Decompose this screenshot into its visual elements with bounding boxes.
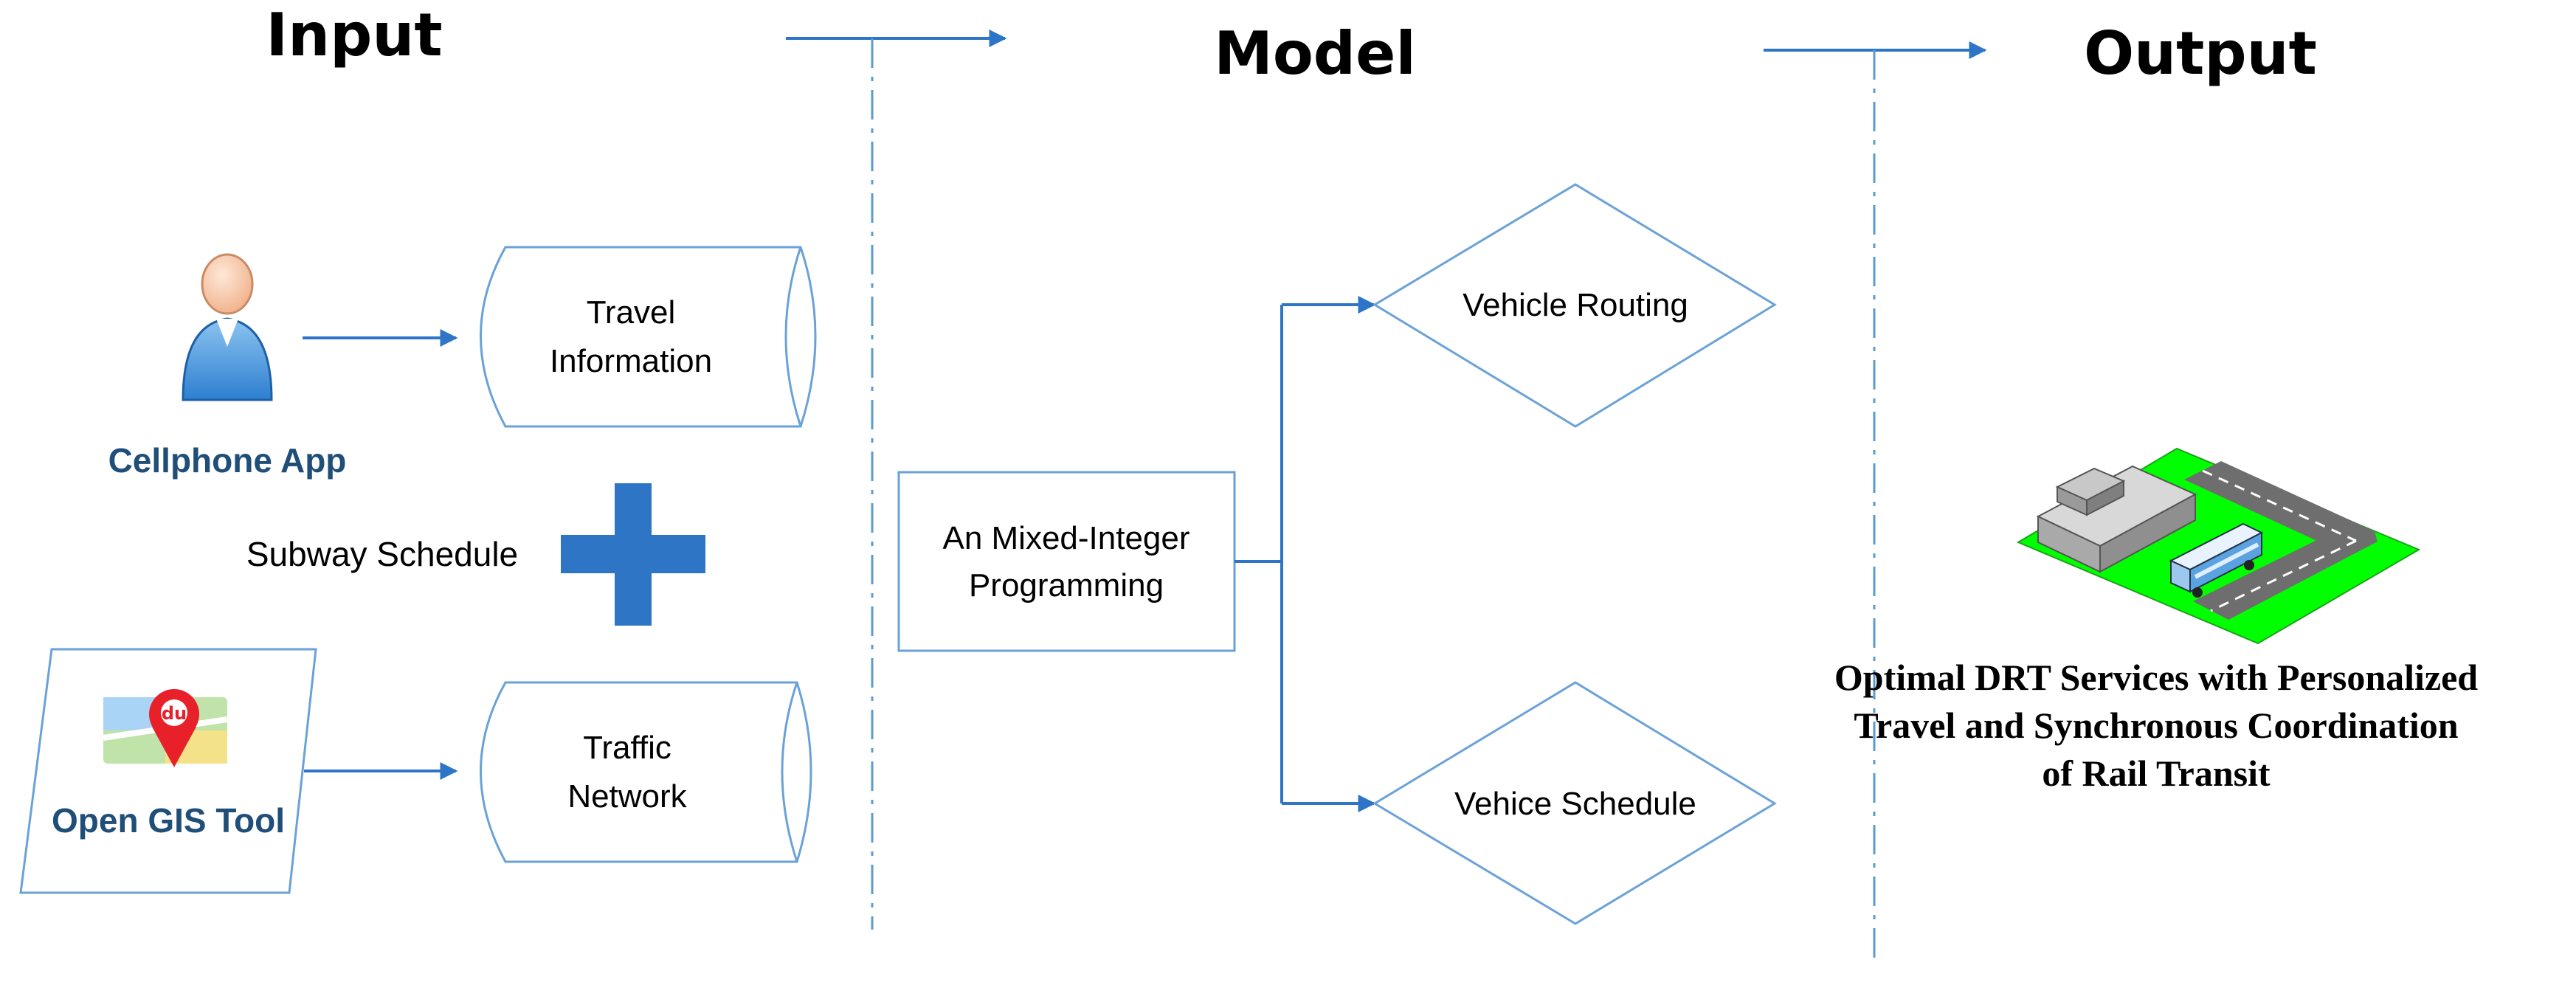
travel-information-line2: Information	[550, 343, 712, 379]
traffic-network-line1: Traffic	[583, 730, 671, 766]
output-line1: Optimal DRT Services with Personalized	[1834, 657, 2478, 698]
map-pin-logo-text: du	[162, 703, 187, 724]
branch-connector	[1235, 296, 1376, 812]
open-gis-tool-label: Open GIS Tool	[52, 801, 285, 840]
header-input: Input	[266, 1, 442, 69]
mip-line2: Programming	[969, 567, 1164, 604]
vehicle-schedule-label: Vehice Schedule	[1454, 786, 1696, 822]
subway-schedule-label: Subway Schedule	[246, 535, 518, 573]
mixed-integer-programming-box	[897, 471, 1236, 652]
travel-information-box	[480, 246, 817, 428]
person-user-icon	[182, 253, 273, 401]
cellphone-app-label: Cellphone App	[108, 441, 347, 480]
traffic-network-box	[480, 681, 812, 863]
vehicle-schedule-diamond	[1372, 681, 1777, 925]
open-gis-tool-box	[19, 648, 317, 894]
plus-icon	[561, 483, 705, 626]
output-line2: Travel and Synchronous Coordination	[1854, 705, 2458, 746]
travel-information-line1: Travel	[587, 294, 676, 331]
vehicle-routing-diamond	[1372, 183, 1777, 428]
vehicle-routing-label: Vehicle Routing	[1463, 287, 1688, 323]
header-model: Model	[1214, 19, 1416, 88]
map-pin-icon: du	[103, 689, 228, 767]
mip-line1: An Mixed-Integer	[942, 520, 1189, 556]
traffic-network-line2: Network	[567, 778, 687, 815]
header-output: Output	[2084, 19, 2317, 88]
bus-station-scene-icon	[2016, 447, 2421, 645]
output-line3: of Rail Transit	[2042, 753, 2271, 794]
